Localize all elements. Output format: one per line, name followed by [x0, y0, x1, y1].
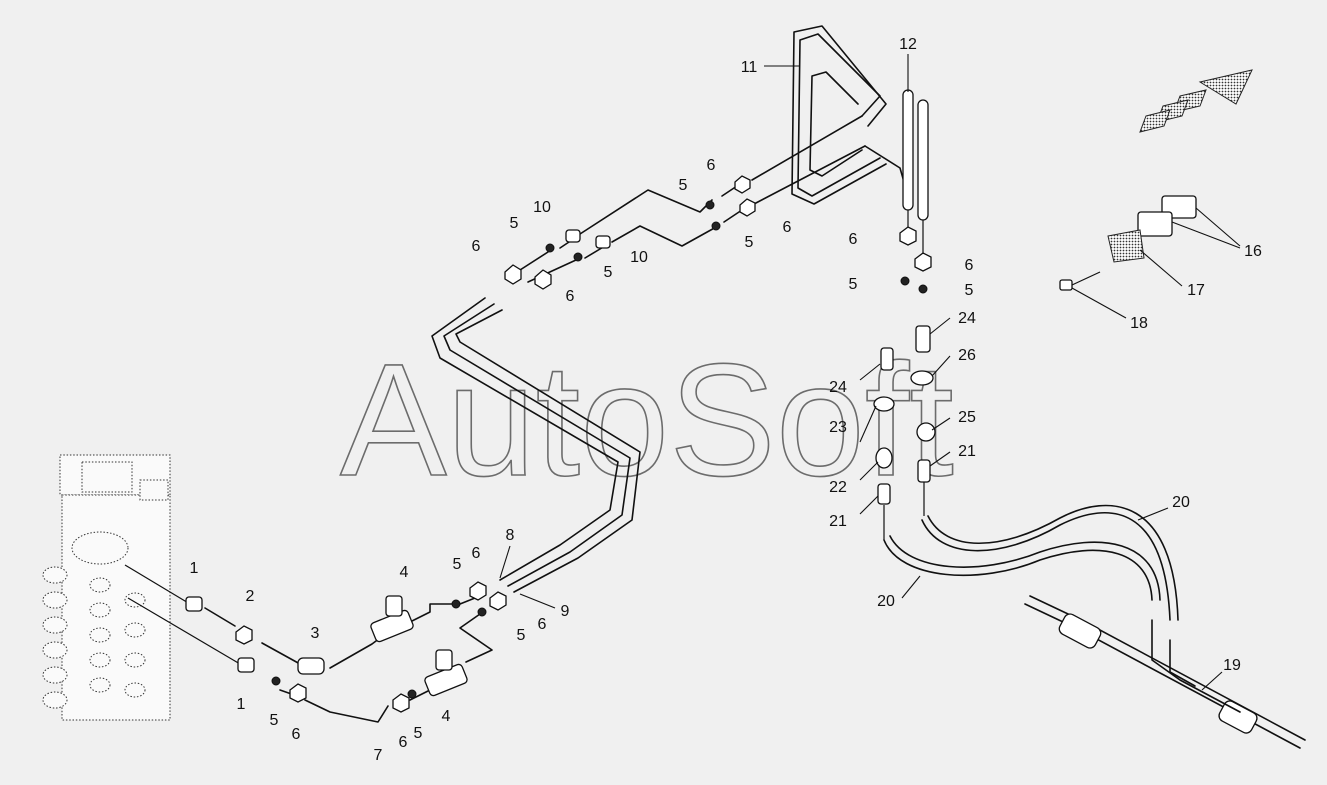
- pipes-lower: [124, 564, 493, 723]
- callout-label-c25: 25: [958, 409, 976, 426]
- callout-label-c6h: 6: [538, 616, 547, 633]
- callout-label-c6d: 6: [566, 288, 575, 305]
- callout-label-c6i: 6: [292, 726, 301, 743]
- callout-label-c1a: 1: [190, 560, 199, 577]
- parts-16-18-clamp-set: [1059, 195, 1197, 291]
- callout-label-c10a: 10: [533, 199, 551, 216]
- callout-label-c7: 7: [374, 747, 383, 764]
- callout-label-c2: 2: [246, 588, 255, 605]
- callout-label-c1b: 1: [237, 696, 246, 713]
- callout-label-c10b: 10: [630, 249, 648, 266]
- callout-label-c6a: 6: [707, 157, 716, 174]
- callout-label-c12: 12: [899, 36, 917, 53]
- callout-label-c21b: 21: [829, 513, 847, 530]
- callout-label-c6b: 6: [783, 219, 792, 236]
- callout-label-c6j: 6: [399, 734, 408, 751]
- callout-label-c5f: 5: [965, 282, 974, 299]
- direction-arrow-icon: [1139, 69, 1253, 133]
- callout-label-c24a: 24: [958, 310, 976, 327]
- part-20-hoses: [883, 482, 1179, 621]
- callout-label-c22: 22: [829, 479, 847, 496]
- callout-label-c21a: 21: [958, 443, 976, 460]
- watermark-text: AutoSoft: [340, 330, 954, 509]
- callout-label-c8: 8: [506, 527, 515, 544]
- callout-label-c5b: 5: [510, 215, 519, 232]
- callout-label-c5g: 5: [453, 556, 462, 573]
- leader-lines: [499, 54, 1241, 691]
- part-4-valves: [370, 595, 468, 697]
- callout-label-c11: 11: [741, 59, 758, 76]
- parts-21-26-connectors: [873, 325, 936, 505]
- fittings: [185, 175, 932, 713]
- callout-label-c5c: 5: [604, 264, 613, 281]
- callout-label-c6f: 6: [965, 257, 974, 274]
- callout-label-c5a: 5: [679, 177, 688, 194]
- callout-label-c9: 9: [561, 603, 570, 620]
- callout-label-c24b: 24: [829, 379, 847, 396]
- callout-label-c26: 26: [958, 347, 976, 364]
- callout-label-c5i: 5: [270, 712, 279, 729]
- part-11-bent-pipe: [791, 25, 909, 205]
- callout-label-c20b: 20: [877, 593, 895, 610]
- callout-label-c6g: 6: [472, 545, 481, 562]
- callout-label-c18: 18: [1130, 315, 1148, 332]
- control-valve-block: [42, 454, 171, 721]
- part-12-vertical-pipes: [902, 89, 929, 258]
- callout-label-c3: 3: [311, 625, 320, 642]
- callout-label-c6c: 6: [472, 238, 481, 255]
- callout-label-c4b: 4: [442, 708, 451, 725]
- part-19-axle-assembly: [1024, 595, 1306, 749]
- callout-label-c17: 17: [1187, 282, 1205, 299]
- callout-label-c6e: 6: [849, 231, 858, 248]
- callout-label-c19: 19: [1223, 657, 1241, 674]
- callout-label-c5e: 5: [849, 276, 858, 293]
- callout-label-c23: 23: [829, 419, 847, 436]
- callout-label-c5h: 5: [517, 627, 526, 644]
- callout-label-c16: 16: [1244, 243, 1262, 260]
- callout-label-c5d: 5: [745, 234, 754, 251]
- callout-label-c5j: 5: [414, 725, 423, 742]
- callout-label-c4a: 4: [400, 564, 409, 581]
- callout-label-c20a: 20: [1172, 494, 1190, 511]
